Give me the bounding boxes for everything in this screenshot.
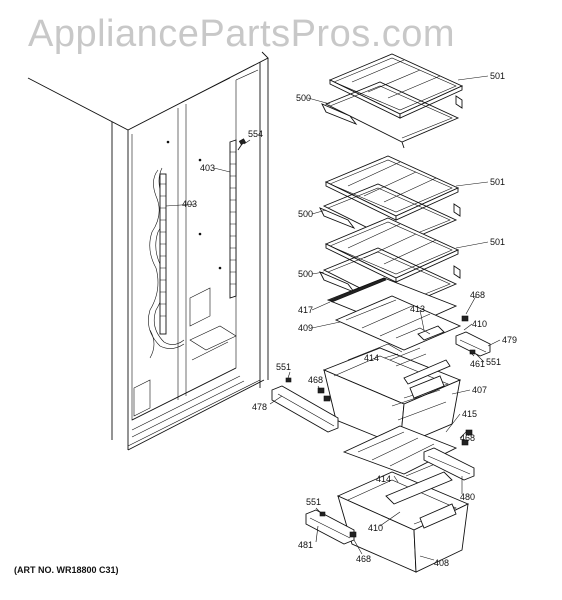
callout-479: 479 [502,335,517,345]
shelf-assembly-top [321,53,464,149]
watermark-text: AppliancePartsPros.com [28,13,456,55]
callout-478: 478 [252,402,267,412]
callout-554: 554 [248,129,263,139]
callout-468: 468 [308,375,323,385]
slide-rail-479 [455,331,491,357]
art-number: (ART NO. WR18800 C31) [14,565,119,575]
callout-413: 413 [410,304,425,314]
callout-481: 481 [298,540,313,550]
callout-468: 468 [356,554,371,564]
callout-403: 403 [182,199,197,209]
callout-415: 415 [462,409,477,419]
leader-lines [165,75,501,561]
callout-414: 414 [364,353,379,363]
callout-403: 403 [200,163,215,173]
callout-414: 414 [376,474,391,484]
callout-408: 408 [434,558,449,568]
callout-551: 551 [276,362,291,372]
callout-500: 500 [298,269,313,279]
crisper-drawer-lower [336,461,470,573]
screw-554 [237,138,247,151]
callout-407: 407 [472,385,487,395]
callout-551: 551 [486,357,501,367]
callout-500: 500 [298,209,313,219]
callout-409: 409 [298,323,313,333]
callout-501: 501 [490,71,505,81]
callout-461: 461 [470,359,485,369]
shelf-ladder-403 [229,139,237,299]
slide-rail-480 [423,447,475,481]
crisper-drawer-upper [322,325,462,447]
callout-468: 468 [460,433,475,443]
shelf-assembly-middle [319,155,461,245]
callout-551: 551 [306,497,321,507]
callout-480: 480 [460,492,475,502]
callout-501: 501 [490,237,505,247]
shelf-assembly-lower [319,217,461,309]
callout-410: 410 [472,319,487,329]
callout-501: 501 [490,177,505,187]
callout-468: 468 [470,290,485,300]
slide-rail-478 [271,385,339,433]
callout-417: 417 [298,305,313,315]
callout-500: 500 [296,93,311,103]
callout-labels: 501 500 501 500 501 500 554 403 403 468 … [182,71,517,568]
hardware-screws [285,315,476,538]
cabinet-drawing [27,51,269,451]
callout-410: 410 [368,523,383,533]
